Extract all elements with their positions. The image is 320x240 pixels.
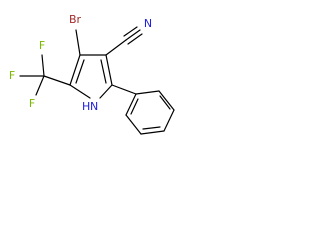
- ring-nh-hydrogen-label: H: [82, 100, 90, 113]
- bond-n1-c2: [69, 84, 91, 99]
- bond-ph-double-2: [142, 126, 161, 130]
- bond-cf3-f-top: [41, 54, 45, 77]
- bond-c3-br: [75, 29, 81, 56]
- bond-c2-c3-double: [75, 59, 85, 84]
- ring-nitrogen-label: N: [90, 100, 98, 113]
- bond-cn-triple-c: [127, 33, 143, 45]
- bond-cf3-f-bottom: [35, 75, 45, 96]
- structure-canvas: Br N F F F H N: [0, 0, 194, 149]
- bond-ph-1: [135, 90, 160, 95]
- bond-ph-3: [163, 109, 175, 132]
- bromine-label: Br: [69, 13, 82, 26]
- bond-c4-cn: [105, 39, 127, 56]
- nitrile-nitrogen-label: N: [144, 17, 152, 30]
- bond-ph-2: [158, 90, 175, 111]
- bond-ph-4: [140, 130, 165, 135]
- bond-cn-triple-b: [123, 26, 138, 37]
- bond-cn-triple-a: [125, 29, 141, 41]
- fluorine-left-label: F: [9, 69, 15, 82]
- bond-c4-c5: [105, 54, 113, 86]
- fluorine-bottom-label: F: [29, 97, 35, 110]
- bond-c2-cf3: [43, 75, 71, 86]
- bond-ph-double-1: [159, 95, 171, 110]
- bond-c2-c3: [69, 54, 81, 86]
- bond-c5-n1: [99, 84, 113, 99]
- chemical-structure: Br N F F F H N: [9, 13, 175, 135]
- fluorine-top-label: F: [39, 39, 45, 52]
- bonds: [19, 26, 175, 135]
- bond-ph-5: [125, 114, 142, 135]
- bond-ph-double-3: [130, 98, 139, 115]
- bond-c4-c5-double: [100, 59, 107, 84]
- bond-ph-6: [125, 93, 137, 116]
- bond-c5-phenyl: [111, 84, 137, 95]
